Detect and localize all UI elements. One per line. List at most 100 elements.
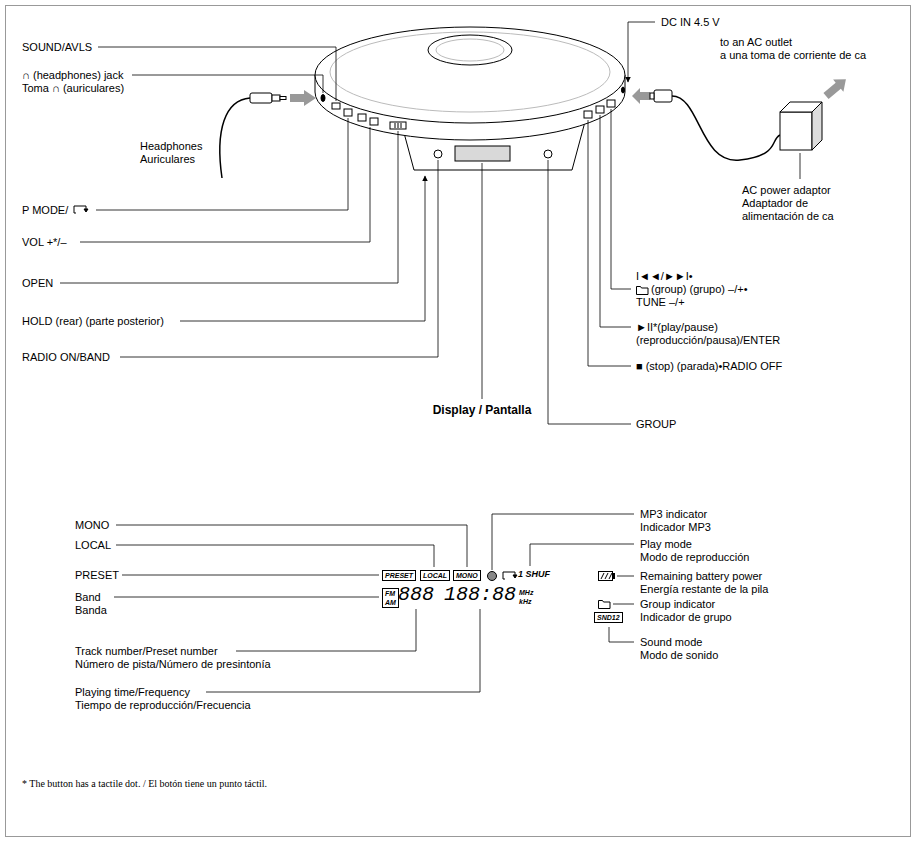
lcd-indicator: MONO (453, 570, 481, 581)
node-text: PRESET (385, 571, 413, 580)
leader-line (530, 544, 634, 566)
icons (599, 601, 611, 609)
lcd-sound-box: SND12 (594, 612, 623, 623)
callout-label: Número de pista/Número de presintonía (75, 658, 271, 671)
icons (513, 575, 517, 578)
callout-label: VOL +*/– (22, 236, 67, 249)
callout-label: ►II*(play/pause) (636, 321, 718, 334)
cd-player (584, 111, 592, 118)
cd-player (607, 100, 615, 107)
callout-label: MONO (75, 519, 109, 532)
callout-label: LOCAL (75, 539, 111, 552)
callout-label: MP3 indicator (640, 508, 707, 521)
callout-label: Energía restante de la pila (640, 583, 768, 596)
leader-line (122, 575, 379, 576)
callout-label: Tiempo de reproducción/Frecuencia (75, 699, 251, 712)
callout-label: PRESET (75, 569, 119, 582)
cd-player (370, 118, 378, 125)
leader-line (609, 627, 634, 642)
cd-player (622, 87, 625, 93)
leader-line (60, 131, 398, 283)
callout-label: Play mode (640, 538, 692, 551)
headphone-plug (290, 90, 316, 106)
headphone-plug (220, 90, 316, 178)
callout-label: Indicador de grupo (640, 611, 732, 624)
lcd-unit: kHz (519, 597, 531, 606)
node-text: SND12 (597, 613, 620, 622)
cd-player (436, 39, 504, 61)
leader-line (132, 75, 323, 93)
lcd-band-box: FMAM (382, 588, 399, 608)
ac-adaptor (821, 73, 851, 102)
footnote: * The button has a tactile dot. / El bot… (22, 778, 267, 790)
callout-label: Auriculares (140, 153, 195, 166)
cd-player (321, 95, 325, 102)
cd-player (390, 122, 406, 129)
cd-player (315, 27, 625, 170)
headphone-plug (272, 95, 280, 101)
leader-line (492, 514, 634, 570)
callout-label: Headphones (140, 140, 202, 153)
cd-player (330, 32, 610, 112)
callout-label: Band (75, 591, 101, 604)
headphone-plug (250, 93, 272, 103)
node-text: MONO (456, 571, 478, 580)
leader-line (60, 22, 800, 692)
icons (637, 287, 649, 295)
callout-label: I◄◄/►►I• (636, 270, 693, 283)
cd-player (395, 123, 401, 128)
callout-label: OPEN (22, 277, 53, 290)
callout-label: Modo de sonido (640, 649, 718, 662)
icons (503, 572, 517, 579)
ac-adaptor (654, 90, 672, 102)
callout-label: HOLD (rear) (parte posterior) (22, 315, 164, 328)
cd-player (455, 146, 510, 161)
lcd-symbols (613, 574, 615, 579)
callout-label: RADIO ON/BAND (22, 351, 110, 364)
leader-line (180, 176, 425, 321)
callout-label: Group indicator (640, 598, 715, 611)
callout-label: Toma ∩ (auriculares) (22, 82, 124, 95)
leader-line (96, 118, 348, 210)
ac-adaptor (812, 102, 822, 150)
cd-player (434, 150, 442, 158)
ac-adaptor (632, 88, 650, 104)
leader-line (116, 525, 467, 567)
leader-line (628, 22, 655, 82)
callout-label: Playing time/Frequency (75, 686, 190, 699)
leader-line (617, 576, 634, 577)
callout-label: a una toma de corriente de ca (720, 49, 866, 62)
leader-line (600, 115, 631, 327)
leader-line (98, 47, 336, 101)
cd-player (596, 106, 604, 113)
callout-label: Adaptador de alimentación de ca (742, 197, 854, 223)
callout-label: (group) (grupo) –/+• (651, 283, 747, 296)
ac-adaptor (821, 73, 851, 102)
callout-label: ■ (stop) (parada)•RADIO OFF (636, 360, 782, 373)
callout-label: P MODE/ (22, 204, 68, 217)
lcd-indicator-text: 1 SHUF (518, 569, 550, 580)
callout-label: DC IN 4.5 V (661, 16, 720, 29)
lcd-unit: MHz (519, 588, 533, 597)
lcd-symbols (599, 572, 613, 581)
node-text: AM (385, 598, 396, 607)
frame (6, 6, 911, 837)
callout-label: AC power adaptor (742, 184, 831, 197)
leader-line (120, 160, 438, 357)
lcd-symbols (488, 572, 615, 581)
node-text: FM (385, 589, 396, 598)
callout-label: Track number/Preset number (75, 645, 218, 658)
callout-label: SOUND/AVLS (22, 41, 92, 54)
callout-label: Remaining battery power (640, 570, 762, 583)
callout-label: Modo de reproducción (640, 551, 749, 564)
leader-line (800, 153, 801, 179)
lcd-digits: 888 (398, 584, 434, 606)
cd-player (544, 150, 552, 158)
ac-adaptor (650, 93, 654, 99)
lcd-symbols (601, 573, 612, 579)
leader-line (588, 120, 631, 366)
leader-line (548, 160, 631, 424)
leader-line (613, 604, 634, 605)
